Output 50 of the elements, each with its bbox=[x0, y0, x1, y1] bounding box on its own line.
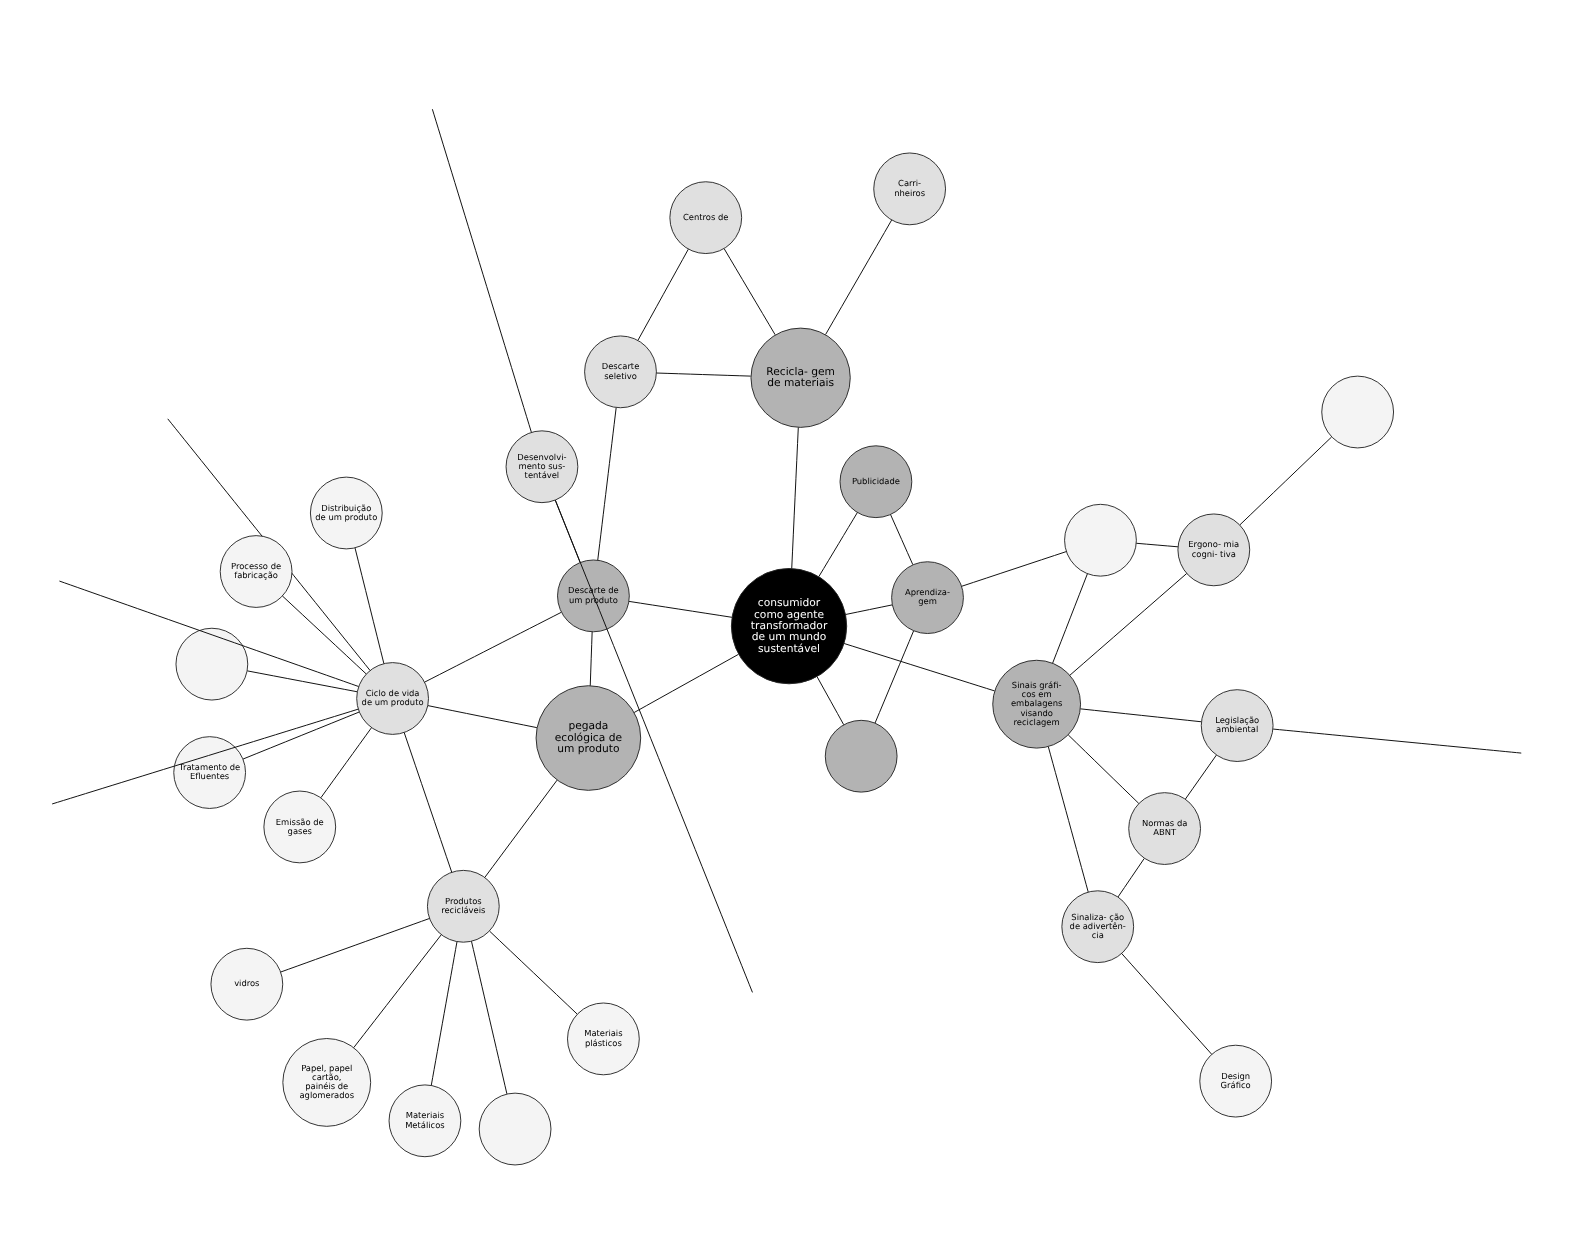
connector bbox=[470, 939, 508, 1094]
connector bbox=[1117, 857, 1145, 897]
connector bbox=[825, 218, 893, 334]
node-circle bbox=[1321, 374, 1394, 448]
connector bbox=[403, 731, 453, 872]
connector bbox=[51, 707, 359, 804]
node-circle bbox=[824, 718, 898, 792]
connector bbox=[1272, 727, 1522, 753]
connector bbox=[818, 511, 858, 577]
connector bbox=[430, 940, 458, 1085]
connector bbox=[281, 594, 367, 674]
connector bbox=[843, 642, 996, 691]
connector bbox=[890, 513, 914, 565]
connector bbox=[1135, 541, 1179, 547]
connector bbox=[791, 426, 799, 569]
connector bbox=[874, 629, 915, 723]
connector bbox=[320, 726, 373, 798]
connector bbox=[1079, 707, 1202, 722]
connector bbox=[427, 704, 538, 728]
connector bbox=[1239, 435, 1333, 525]
connector bbox=[656, 371, 752, 376]
node-circle bbox=[1064, 502, 1137, 576]
connector bbox=[816, 675, 845, 725]
connector bbox=[58, 579, 359, 686]
connector bbox=[1067, 733, 1140, 803]
node-circle bbox=[478, 1091, 552, 1165]
connector bbox=[589, 630, 593, 686]
connector bbox=[723, 247, 776, 335]
connector bbox=[280, 916, 430, 972]
connector bbox=[1184, 753, 1217, 799]
connector bbox=[431, 107, 532, 432]
connector bbox=[424, 610, 562, 682]
connector bbox=[246, 669, 358, 692]
connector bbox=[637, 247, 689, 340]
connector bbox=[1121, 952, 1213, 1054]
connector bbox=[354, 546, 385, 664]
connector bbox=[489, 929, 578, 1014]
connector bbox=[1052, 572, 1088, 663]
connector bbox=[554, 498, 581, 562]
connector bbox=[845, 603, 893, 614]
connector bbox=[1069, 572, 1188, 675]
connector bbox=[597, 406, 617, 560]
node-circle bbox=[175, 626, 249, 700]
connector bbox=[484, 778, 558, 877]
connector bbox=[961, 550, 1067, 586]
connector bbox=[628, 599, 733, 617]
connector bbox=[1047, 745, 1089, 892]
connector bbox=[242, 710, 360, 759]
connector bbox=[633, 652, 739, 712]
connector bbox=[353, 933, 442, 1048]
